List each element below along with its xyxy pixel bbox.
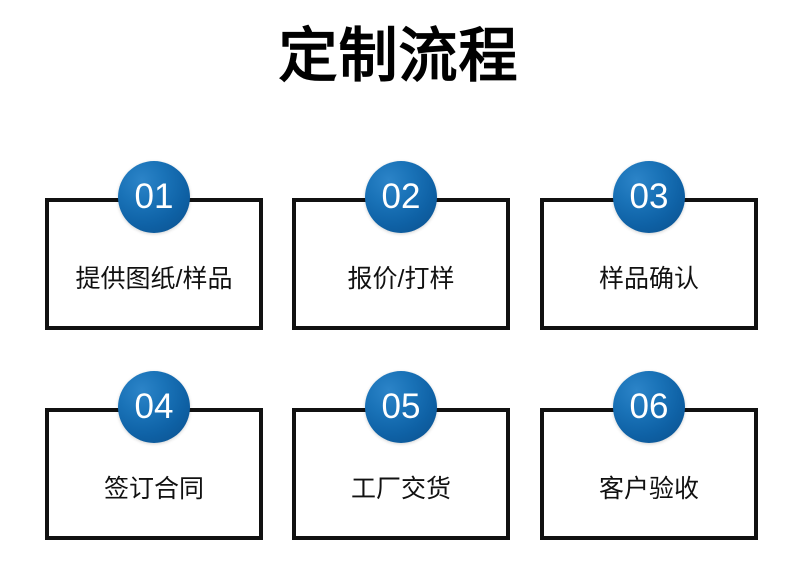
- step-number-text: 06: [629, 386, 669, 426]
- process-step-03[interactable]: 样品确认 03: [540, 161, 758, 330]
- process-step-04[interactable]: 签订合同 04: [45, 371, 263, 540]
- step-number-text: 02: [381, 176, 421, 216]
- step-number-badge: 04: [118, 371, 190, 443]
- process-step-06[interactable]: 客户验收 06: [540, 371, 758, 540]
- step-label: 样品确认: [598, 265, 699, 293]
- step-label: 工厂交货: [350, 475, 451, 503]
- process-step-01[interactable]: 提供图纸/样品 01: [45, 161, 263, 330]
- step-number-badge: 01: [118, 161, 190, 233]
- step-label: 签订合同: [103, 475, 204, 503]
- page-title: 定制流程: [278, 23, 519, 89]
- step-label: 报价/打样: [347, 265, 455, 293]
- step-label: 提供图纸/样品: [75, 265, 233, 293]
- step-number-text: 01: [134, 176, 174, 216]
- process-step-02[interactable]: 报价/打样 02: [292, 161, 510, 330]
- process-step-05[interactable]: 工厂交货 05: [292, 371, 510, 540]
- step-number-badge: 06: [613, 371, 685, 443]
- step-label: 客户验收: [598, 475, 699, 503]
- step-number-text: 05: [381, 386, 421, 426]
- step-number-badge: 02: [365, 161, 437, 233]
- step-number-badge: 03: [613, 161, 685, 233]
- step-number-text: 04: [134, 386, 174, 426]
- step-number-badge: 05: [365, 371, 437, 443]
- step-number-text: 03: [629, 176, 669, 216]
